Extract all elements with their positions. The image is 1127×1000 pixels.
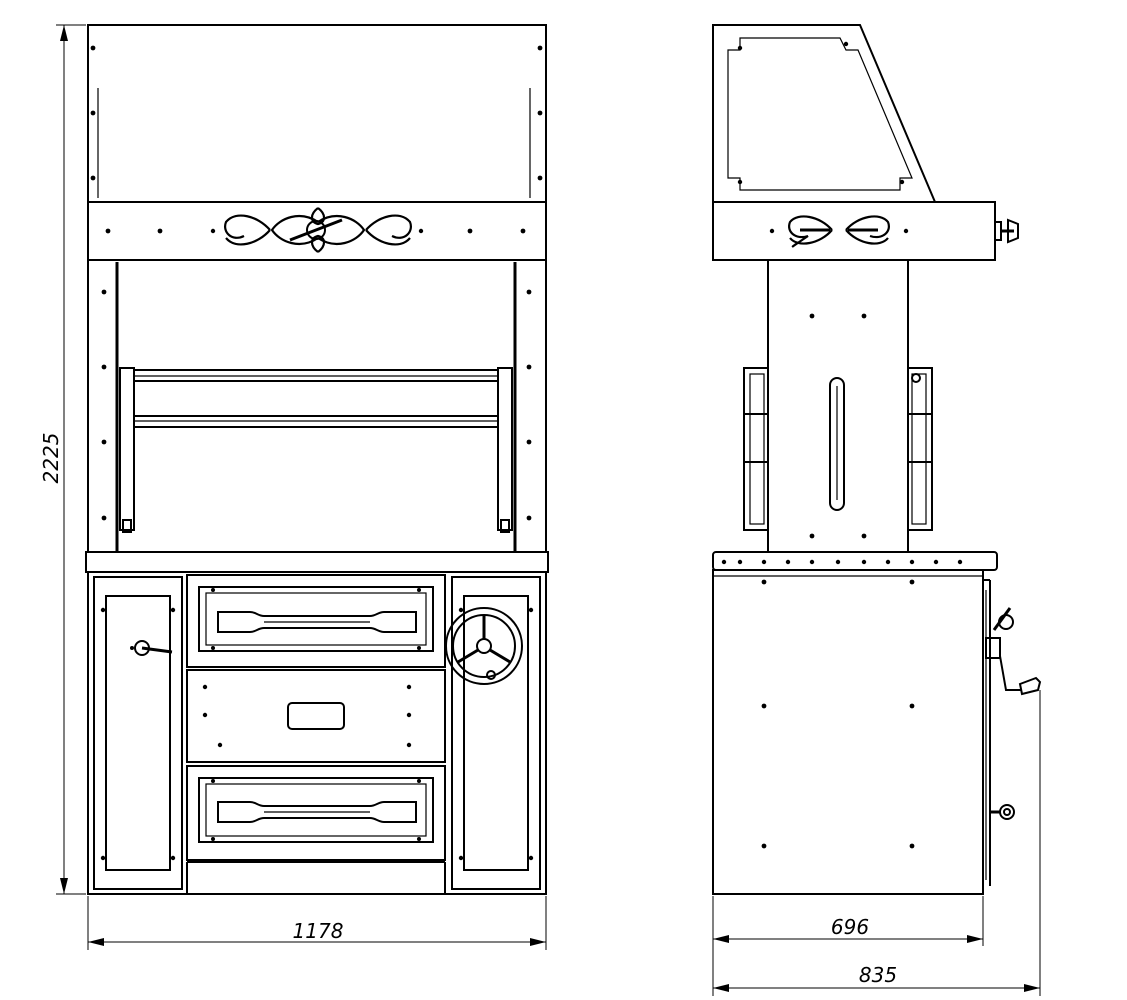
side-countertop <box>712 551 998 571</box>
left-lever-handle <box>130 640 173 656</box>
front-middle-frame <box>87 260 547 552</box>
lower-drawer-handle <box>217 801 417 823</box>
dim-label-side-overall: 835 <box>859 963 897 987</box>
side-lower-knob <box>990 804 1015 820</box>
dim-label-front-height: 2225 <box>39 433 63 484</box>
handwheel-icon <box>445 607 523 685</box>
front-base-cabinet <box>87 571 547 895</box>
front-countertop <box>85 551 549 573</box>
front-top-hood <box>87 24 547 203</box>
dim-label-front-width: 1178 <box>293 919 344 943</box>
dim-side-body: 696 <box>712 896 984 996</box>
front-view: 2225 1178 <box>39 24 549 950</box>
side-view: 696 835 <box>712 24 1042 996</box>
side-wing-knob <box>994 218 1019 244</box>
side-crank-handle <box>985 607 1042 696</box>
side-cabinet <box>712 569 1042 895</box>
side-shelf-brackets <box>743 367 933 531</box>
dim-front-height: 2225 <box>39 24 86 895</box>
front-frieze <box>87 201 547 261</box>
side-column <box>767 259 909 553</box>
side-frieze <box>712 201 1019 261</box>
dim-side-overall: 835 <box>713 690 1041 996</box>
upper-drawer-handle <box>217 611 417 633</box>
front-shelf-bars <box>119 367 513 533</box>
side-hood <box>712 24 937 203</box>
frieze-ornament <box>210 207 424 253</box>
dim-label-side-body: 696 <box>831 915 869 939</box>
dim-front-width: 1178 <box>87 896 547 950</box>
